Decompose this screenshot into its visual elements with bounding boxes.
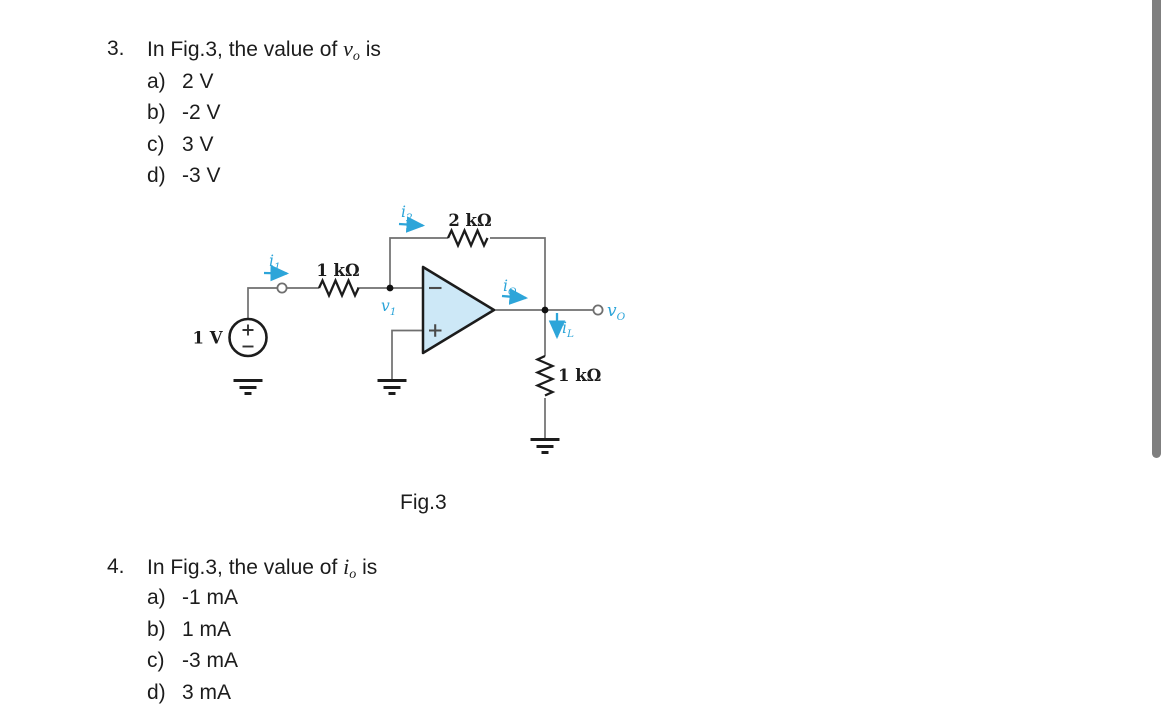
question-4-title: 4. In Fig.3, the value of io is [107,554,378,583]
node-inverting-input [386,284,394,292]
source-value-label: 1 V [192,329,223,348]
scrollbar-thumb[interactable] [1152,0,1161,458]
option-letter: d) [147,681,166,704]
resistor-feedback [446,227,489,249]
option-row: b) 1 mA [147,618,231,642]
option-row: b) -2 V [147,101,221,125]
resistor-feedback-label: 2 kΩ [448,211,491,230]
option-row: a) 2 V [147,70,214,94]
question-number: 3. [107,37,125,60]
i1-label: i1 [269,252,281,273]
terminal-output [592,304,604,316]
question-text: In Fig.3, the value of io is [147,554,378,583]
resistor-input-label: 1 kΩ [316,261,359,280]
option-text: 3 V [182,133,214,156]
resistor-load [534,354,556,397]
i2-arrow-icon [398,216,426,233]
question-number: 4. [107,555,125,578]
resistor-input [317,277,360,299]
circuit-wires [247,237,594,438]
question-3-title: 3. In Fig.3, the value of vo is [107,36,381,65]
figure-caption: Fig.3 [400,491,447,514]
option-letter: b) [147,618,166,641]
option-letter: d) [147,164,166,187]
circuit-figure: 1 V 1 kΩ 2 kΩ 1 kΩ i1 i2 iO iL v1 vO [192,203,626,454]
opamp [421,265,496,355]
io-arrow-icon [501,288,529,305]
option-letter: a) [147,70,166,93]
option-row: a) -1 mA [147,586,238,610]
iL-label: iL [562,319,574,340]
math-variable: v [343,36,353,61]
option-row: d) 3 mA [147,681,231,705]
v1-label: v1 [381,297,396,318]
terminal-input [276,282,288,294]
io-label: iO [503,277,517,298]
option-text: -3 mA [182,649,239,672]
current-arrows [263,216,566,340]
vo-label: vO [607,301,626,323]
option-letter: b) [147,101,166,124]
resistor-load-label: 1 kΩ [558,366,601,385]
option-letter: a) [147,586,166,609]
math-subscript: o [352,49,360,64]
ground-source [233,379,263,395]
option-letter: c) [147,133,165,156]
option-row: c) -3 mA [147,649,238,673]
option-text: -3 V [182,164,221,187]
ground-load [530,438,560,454]
plus-icon [242,324,254,336]
math-subscript: o [349,567,357,582]
noninverting-input-plus-icon [429,324,442,337]
option-row: d) -3 V [147,164,221,188]
option-text: 2 V [182,70,214,93]
option-text: 3 mA [182,681,232,704]
math-variable: i [343,554,350,579]
option-row: c) 3 V [147,133,214,157]
voltage-source [228,317,268,358]
option-letter: c) [147,649,165,672]
i2-label: i2 [401,203,413,224]
option-text: -2 V [182,101,221,124]
option-text: -1 mA [182,586,239,609]
ground-noninverting [377,379,407,395]
option-text: 1 mA [182,618,232,641]
question-text: In Fig.3, the value of vo is [147,36,381,65]
i1-arrow-icon [263,264,290,282]
node-output [541,306,549,314]
